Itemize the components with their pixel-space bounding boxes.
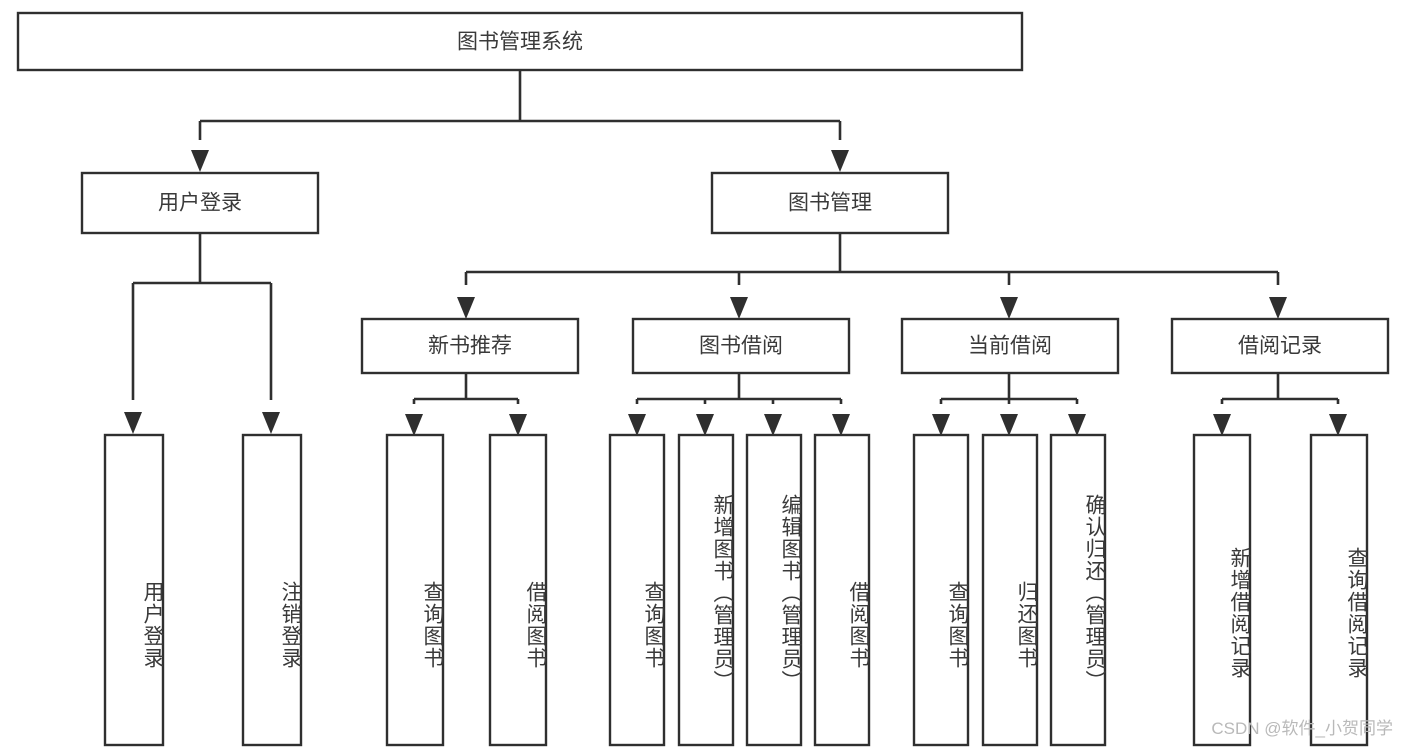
- leafbox-logout[interactable]: [241, 433, 303, 747]
- arrow-to-leaf-logout: [262, 412, 280, 434]
- arrow-to-leaf-query-book-1: [405, 414, 423, 436]
- arrow-to-leaf-borrow-book-1: [509, 414, 527, 436]
- node-user-login[interactable]: [80, 171, 320, 235]
- leafbox-query-book-2[interactable]: [608, 433, 666, 747]
- arrow-to-user-login: [191, 150, 209, 172]
- arrow-to-leaf-add-book: [696, 414, 714, 436]
- arrow-to-leaf-query-record: [1329, 414, 1347, 436]
- node-new-book-recommend[interactable]: [360, 317, 580, 375]
- node-root-label: 图书管理系统: [457, 31, 583, 54]
- arrow-to-leaf-add-record: [1213, 414, 1231, 436]
- node-new-book-recommend-label: 新书推荐: [428, 335, 512, 358]
- node-borrow-record-label: 借阅记录: [1238, 335, 1322, 358]
- arrow-to-leaf-query-book-3: [932, 414, 950, 436]
- node-root[interactable]: [16, 11, 1024, 72]
- node-book-manage-label: 图书管理: [788, 192, 872, 215]
- arrow-to-book-manage: [831, 150, 849, 172]
- node-current-borrow[interactable]: [900, 317, 1120, 375]
- leafbox-add-record[interactable]: [1192, 433, 1252, 747]
- node-borrow-record[interactable]: [1170, 317, 1390, 375]
- leafbox-user-login[interactable]: [103, 433, 165, 747]
- arrow-to-current-borrow: [1000, 297, 1018, 319]
- leafbox-query-book-3[interactable]: [912, 433, 970, 747]
- node-user-login-label: 用户登录: [158, 192, 242, 215]
- arrow-to-leaf-borrow-book-2: [832, 414, 850, 436]
- leafbox-query-book-1[interactable]: [385, 433, 445, 747]
- arrow-to-leaf-return-book: [1000, 414, 1018, 436]
- node-book-borrow-label: 图书借阅: [699, 335, 783, 358]
- leafbox-add-book[interactable]: [677, 433, 735, 747]
- node-current-borrow-label: 当前借阅: [968, 335, 1052, 358]
- leafbox-edit-book[interactable]: [745, 433, 803, 747]
- node-book-manage[interactable]: [710, 171, 950, 235]
- leafbox-query-record[interactable]: [1309, 433, 1369, 747]
- arrow-to-leaf-query-book-2: [628, 414, 646, 436]
- arrow-to-book-borrow: [730, 297, 748, 319]
- arrow-to-new-book-recommend: [457, 297, 475, 319]
- arrow-to-leaf-confirm-return: [1068, 414, 1086, 436]
- arrow-to-leaf-user-login: [124, 412, 142, 434]
- leafbox-borrow-book-1[interactable]: [488, 433, 548, 747]
- arrow-to-leaf-edit-book: [764, 414, 782, 436]
- leafbox-return-book[interactable]: [981, 433, 1039, 747]
- leafbox-confirm-return[interactable]: [1049, 433, 1107, 747]
- leafbox-borrow-book-2[interactable]: [813, 433, 871, 747]
- arrow-to-borrow-record: [1269, 297, 1287, 319]
- node-book-borrow[interactable]: [631, 317, 851, 375]
